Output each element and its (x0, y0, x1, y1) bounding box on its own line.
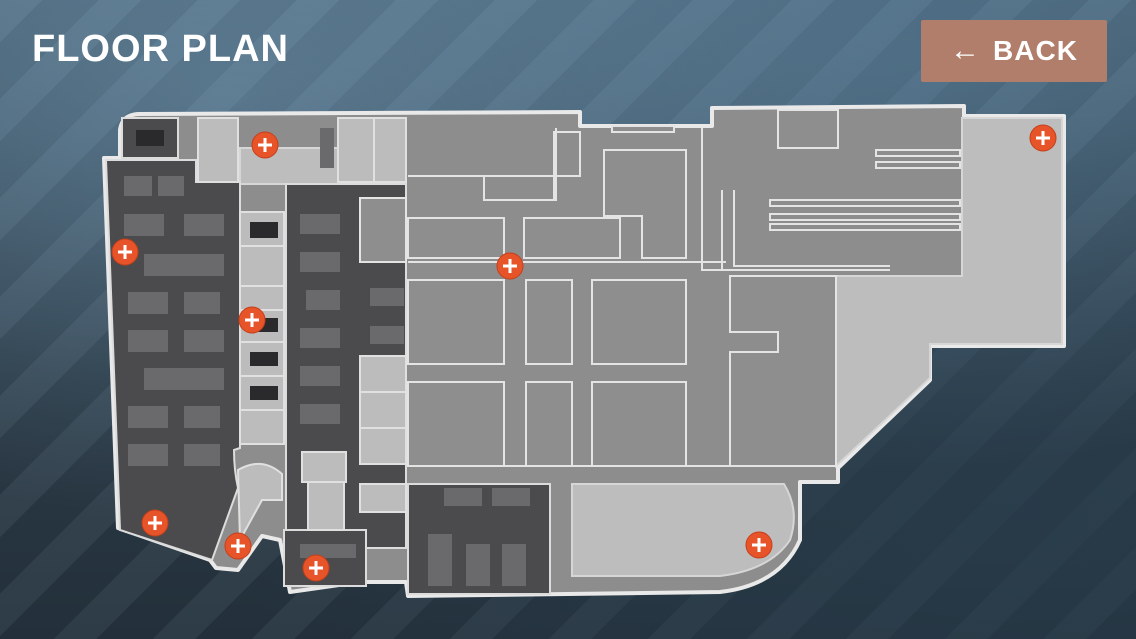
desks (124, 128, 530, 586)
corridor-lines (408, 128, 961, 467)
marker-1[interactable] (251, 131, 279, 159)
marker-4[interactable] (496, 252, 524, 280)
marker-3[interactable] (238, 306, 266, 334)
page-title: FLOOR PLAN (32, 28, 289, 70)
back-button[interactable]: ← BACK (921, 20, 1107, 82)
marker-2[interactable] (111, 238, 139, 266)
marker-9[interactable] (745, 531, 773, 559)
back-button-label: BACK (993, 35, 1078, 66)
marker-8[interactable] (302, 554, 330, 582)
marker-7[interactable] (224, 532, 252, 560)
marker-6[interactable] (141, 509, 169, 537)
arrow-left-icon: ← (950, 34, 982, 67)
marker-5[interactable] (1029, 124, 1057, 152)
markers[interactable] (111, 124, 1057, 582)
